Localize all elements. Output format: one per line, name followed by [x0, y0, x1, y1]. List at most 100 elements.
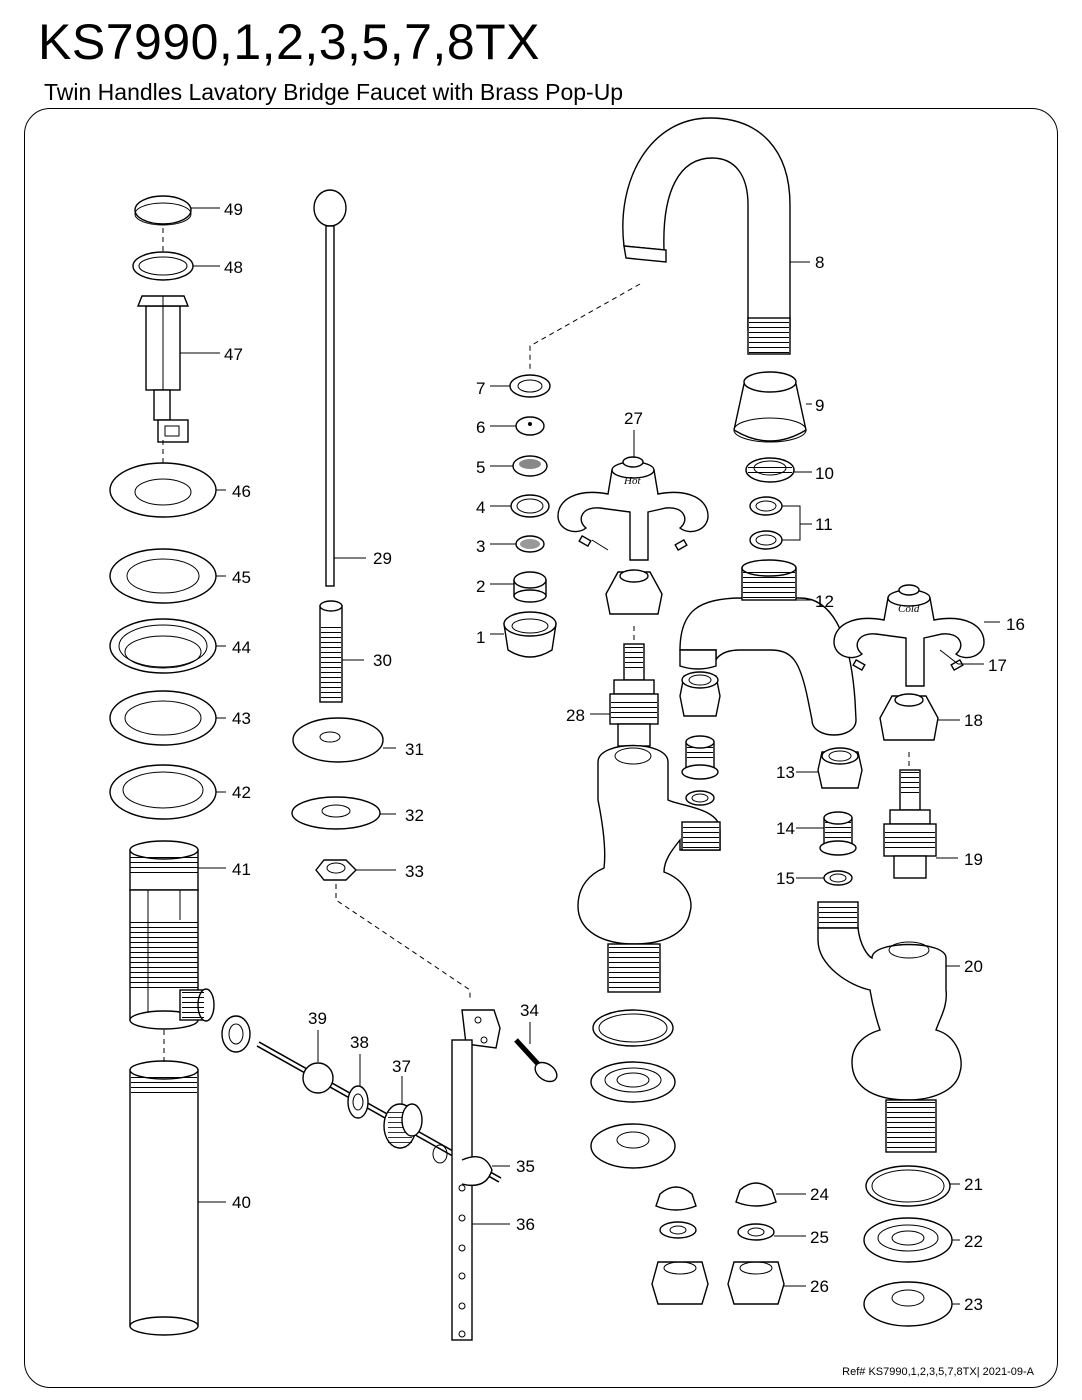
callout-17: 17	[988, 656, 1007, 675]
callout-26: 26	[810, 1277, 829, 1296]
part-12-bridge	[679, 559, 857, 736]
callout-37: 37	[392, 1057, 411, 1076]
callout-14: 14	[776, 819, 795, 838]
pivot-rod-assembly	[221, 1015, 502, 1183]
part-33-nut	[315, 859, 357, 881]
callout-13: 13	[776, 763, 795, 782]
callout-32: 32	[405, 806, 424, 825]
hot-bonnet	[605, 569, 663, 615]
part-21-gasket	[865, 1165, 951, 1207]
part-seal	[221, 1015, 251, 1053]
callout-30: 30	[373, 651, 392, 670]
reference-note: Ref# KS7990,1,2,3,5,7,8TX| 2021-09-A	[842, 1366, 1034, 1378]
part-43-washer	[109, 690, 217, 746]
part-1-aerator-housing	[503, 611, 557, 658]
callout-44: 44	[232, 638, 251, 657]
part-34-thumb-screw	[514, 1038, 558, 1083]
callout-38: 38	[350, 1033, 369, 1052]
callout-21: 21	[964, 1175, 983, 1194]
callout-46: 46	[232, 482, 251, 501]
callout-43: 43	[232, 709, 251, 728]
part-40-tailpiece	[129, 1060, 199, 1336]
part-49-drain-cap	[134, 195, 192, 225]
callout-33: 33	[405, 862, 424, 881]
part-44-washer	[109, 618, 217, 674]
callout-22: 22	[964, 1232, 983, 1251]
drain-assembly	[109, 195, 217, 1336]
page-subtitle: Twin Handles Lavatory Bridge Faucet with…	[44, 79, 624, 105]
part-45-washer	[109, 548, 217, 604]
callout-15: 15	[776, 869, 795, 888]
part-20-cold-valve-body	[817, 901, 962, 1153]
callout-5: 5	[476, 458, 485, 477]
aerator-stack	[503, 283, 641, 658]
part-9-spout-bonnet	[733, 371, 807, 443]
lift-rod-assembly	[291, 189, 471, 1000]
part-11-o-rings	[749, 496, 783, 550]
cold-marking: Cold	[898, 603, 920, 615]
part-26-coupling-nut	[727, 1261, 785, 1305]
callout-18: 18	[964, 711, 983, 730]
callout-42: 42	[232, 783, 251, 802]
part-8-spout	[622, 117, 791, 355]
callout-19: 19	[964, 850, 983, 869]
callout-29: 29	[373, 549, 392, 568]
callout-23: 23	[964, 1295, 983, 1314]
callout-1: 1	[476, 628, 485, 647]
part-30-threaded-bushing	[319, 600, 343, 703]
callout-40: 40	[232, 1193, 251, 1212]
callout-16: 16	[1006, 615, 1025, 634]
hot-bottom-stack	[590, 1009, 709, 1305]
part-29-lift-rod	[325, 225, 335, 587]
part-23-mounting-nut-left	[590, 1123, 676, 1169]
part-22-lock-washer	[863, 1217, 953, 1263]
part-28-hot-cartridge	[609, 626, 659, 747]
callout-45: 45	[232, 568, 251, 587]
callout-3: 3	[476, 537, 485, 556]
part-47-stopper	[136, 295, 190, 443]
part-32-washer	[291, 796, 381, 830]
part-10-nut	[745, 457, 795, 483]
callout-48: 48	[224, 258, 243, 277]
callout-28: 28	[566, 706, 585, 725]
callout-7: 7	[476, 379, 485, 398]
part-7-washer	[509, 374, 551, 398]
part-37-pivot-nut	[383, 1103, 423, 1149]
callout-8: 8	[815, 253, 824, 272]
callout-12: 12	[815, 592, 834, 611]
callout-numbers: 1 2 3 4 5 6 7 8 9 10 11 12 13 14 15 16 1…	[224, 200, 1025, 1314]
callout-11: 11	[815, 515, 833, 534]
callout-36: 36	[516, 1215, 535, 1234]
part-23-mounting-nut	[863, 1281, 953, 1327]
part-42-washer	[109, 764, 217, 820]
part-25-washer	[737, 1223, 775, 1241]
callout-31: 31	[405, 740, 424, 759]
part-15-o-ring	[823, 870, 853, 886]
leader-lines	[180, 207, 1000, 1305]
part-16-cold-handle: Cold	[833, 584, 985, 687]
part-19-cold-cartridge	[883, 752, 937, 879]
part-41-drain-body	[129, 840, 215, 1030]
left-fittings	[679, 671, 721, 806]
callout-10: 10	[815, 464, 834, 483]
part-39-pivot-ball	[302, 1062, 334, 1094]
callout-20: 20	[964, 957, 983, 976]
part-2-aerator-insert	[513, 571, 547, 603]
part-27-hot-handle: Hot	[557, 456, 709, 561]
callout-34: 34	[520, 1001, 539, 1020]
hot-valve-body	[577, 744, 721, 993]
callout-25: 25	[810, 1228, 829, 1247]
part-38-washer	[347, 1085, 369, 1119]
callout-2: 2	[476, 577, 485, 596]
callout-35: 35	[516, 1157, 535, 1176]
part-18-bonnet	[879, 693, 939, 741]
callout-4: 4	[476, 498, 485, 517]
part-36-clevis-strap	[451, 1009, 501, 1341]
callout-47: 47	[224, 345, 243, 364]
part-22-lock-washer-left	[590, 1061, 676, 1103]
callout-49: 49	[224, 200, 243, 219]
callout-27: 27	[624, 409, 643, 428]
part-24-compression-sleeve	[735, 1182, 777, 1207]
part-35-spring-clip	[461, 1156, 493, 1187]
diagram-frame	[24, 108, 1058, 1388]
